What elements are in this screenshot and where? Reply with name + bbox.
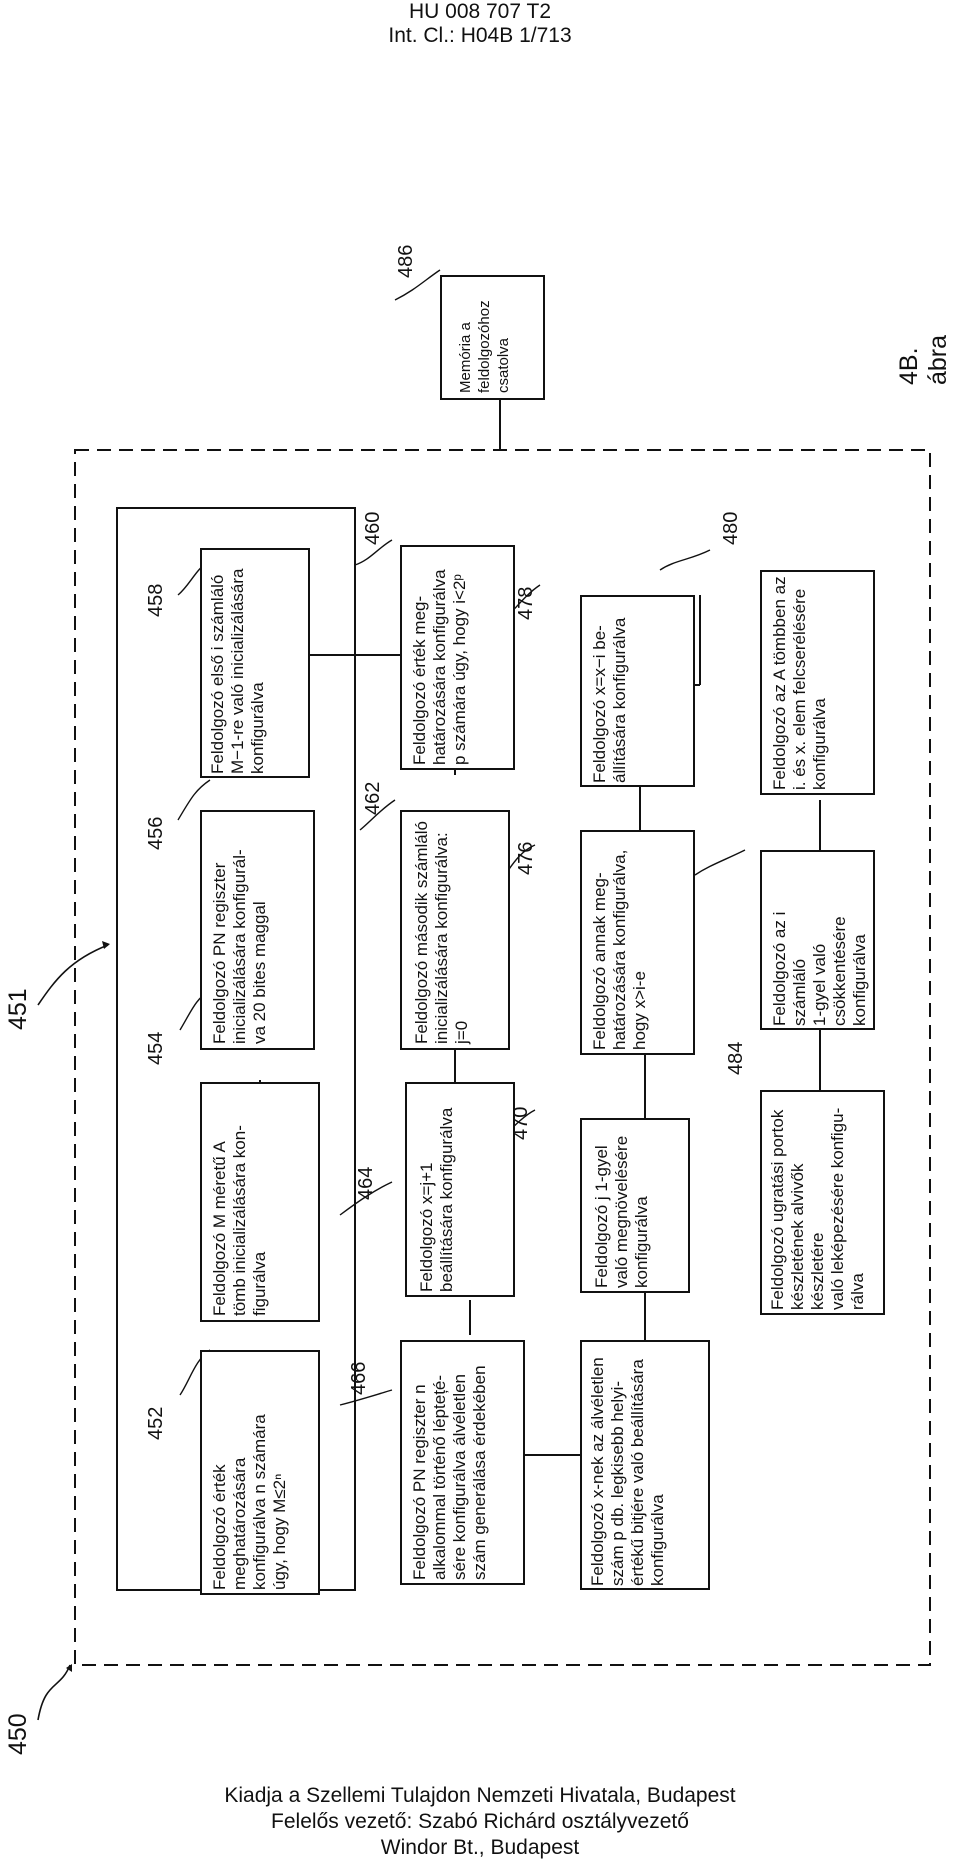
- ref-454: 454: [145, 1031, 167, 1065]
- box-464: Feldolgozó x=j+1 beállítására konfigurál…: [405, 1082, 515, 1297]
- ref-478: 478: [515, 586, 537, 620]
- box-476: Feldolgozó annak meg- határozására konfi…: [580, 830, 695, 1055]
- box-454: Feldolgozó M méretű A tömb inicializálás…: [200, 1082, 320, 1322]
- box-468: Feldolgozó x-nek az álvéletlen szám p db…: [580, 1340, 710, 1590]
- box-468-text: Feldolgozó x-nek az álvéletlen szám p db…: [588, 1357, 667, 1586]
- classification: Int. Cl.: H04B 1/713: [388, 24, 572, 47]
- ref-476: 476: [515, 841, 537, 875]
- box-464-text: Feldolgozó x=j+1 beállítására konfigurál…: [417, 1107, 456, 1292]
- footer-responsible: Felelős vezető: Szabó Richárd osztályvez…: [271, 1810, 689, 1833]
- ref-460: 460: [362, 511, 384, 545]
- box-476-text: Feldolgozó annak meg- határozására konfi…: [590, 849, 649, 1050]
- box-482: Feldolgozó az i számláló 1-gyel való csö…: [760, 850, 875, 1030]
- box-466: Feldolgozó PN regiszter n alkalommal tör…: [400, 1340, 525, 1585]
- box-480-text: Feldolgozó az A tömbben az i. és x. elem…: [770, 576, 829, 790]
- box-452-text: Feldolgozó érték meghatározására konfigu…: [210, 1414, 289, 1590]
- ref-466: 466: [348, 1361, 370, 1395]
- box-462-text: Feldolgozó második számláló inicializálá…: [412, 821, 471, 1044]
- ref-458: 458: [145, 583, 167, 617]
- box-454-text: Feldolgozó M méretű A tömb inicializálás…: [210, 1125, 269, 1316]
- box-460: Feldolgozó érték meg- határozására konfi…: [400, 545, 515, 770]
- ref-450: 450: [4, 1713, 32, 1755]
- ref-451: 451: [4, 988, 32, 1030]
- box-466-text: Feldolgozó PN regiszter n alkalommal tör…: [410, 1365, 489, 1580]
- box-470: Feldolgozó j 1-gyel való megnövelésére k…: [580, 1118, 690, 1293]
- ref-456: 456: [145, 816, 167, 850]
- patent-number: HU 008 707 T2: [408, 0, 552, 23]
- box-484-text: Feldolgozó ugratási portok készletének a…: [768, 1107, 867, 1310]
- memory-box: Memória a feldolgozóhoz csatolva: [440, 275, 545, 400]
- box-456-text: Feldolgozó PN regiszter inicializálására…: [210, 849, 269, 1044]
- box-462: Feldolgozó második számláló inicializálá…: [400, 810, 510, 1050]
- box-470-text: Feldolgozó j 1-gyel való megnövelésére k…: [592, 1135, 651, 1288]
- box-452: Feldolgozó érték meghatározására konfigu…: [200, 1350, 320, 1595]
- box-484: Feldolgozó ugratási portok készletének a…: [760, 1090, 885, 1315]
- ref-462: 462: [362, 781, 384, 815]
- outer-frame: [74, 449, 931, 1666]
- box-460-text: Feldolgozó érték meg- határozására konfi…: [410, 569, 469, 765]
- ref-464: 464: [355, 1166, 377, 1200]
- box-458: Feldolgozó első i számláló M−1-re való i…: [200, 548, 310, 778]
- footer-publisher: Kiadja a Szellemi Tulajdon Nemzeti Hivat…: [224, 1784, 736, 1807]
- box-482-text: Feldolgozó az i számláló 1-gyel való csö…: [770, 911, 869, 1026]
- ref-484: 484: [725, 1041, 747, 1075]
- box-456: Feldolgozó PN regiszter inicializálására…: [200, 810, 315, 1050]
- figure-label: 4B. ábra: [895, 334, 952, 385]
- ref-452: 452: [145, 1406, 167, 1440]
- footer-printer: Windor Bt., Budapest: [380, 1836, 580, 1859]
- ref-480: 480: [720, 511, 742, 545]
- ref-486: 486: [395, 244, 417, 278]
- box-478: Feldolgozó x=x−i be- állítására konfigur…: [580, 595, 695, 787]
- box-478-text: Feldolgozó x=x−i be- állítására konfigur…: [590, 617, 629, 783]
- memory-text: Memória a feldolgozóhoz csatolva: [457, 300, 512, 393]
- box-458-text: Feldolgozó első i számláló M−1-re való i…: [208, 568, 267, 774]
- box-480: Feldolgozó az A tömbben az i. és x. elem…: [760, 570, 875, 795]
